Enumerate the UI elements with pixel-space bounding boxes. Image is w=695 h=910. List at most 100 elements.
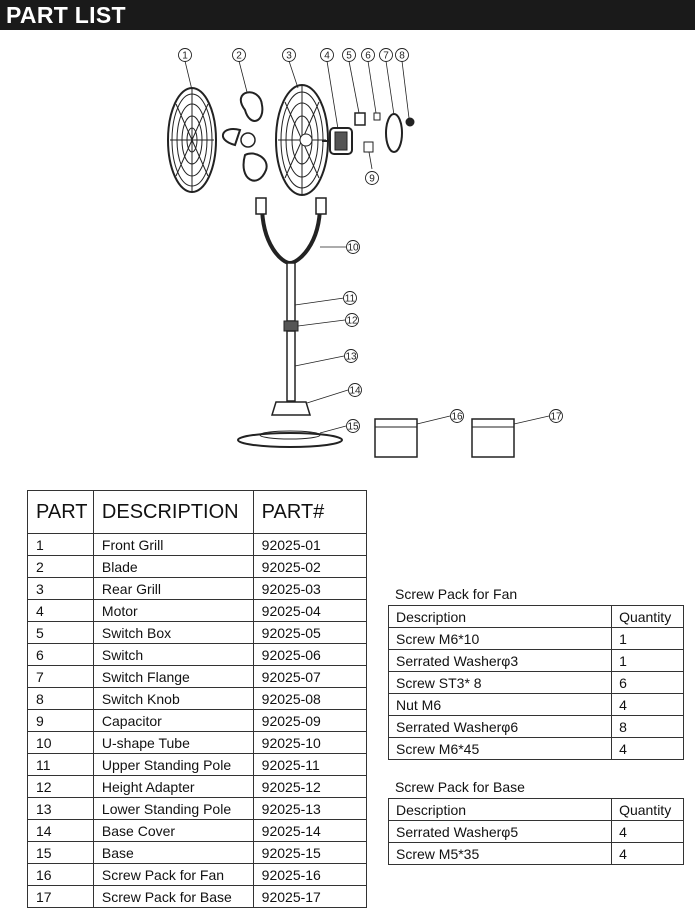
callout-1: 1 [178, 48, 192, 62]
fan-screw-pack-title: Screw Pack for Fan [395, 586, 518, 602]
table-cell: 1 [611, 627, 684, 650]
callout-number: 9 [369, 174, 375, 185]
callout-number: 11 [345, 294, 356, 305]
callout-number: 13 [345, 352, 357, 363]
leader-lines [184, 60, 550, 434]
table-cell: Switch [92, 643, 254, 666]
table-cell: Nut M6 [387, 693, 613, 716]
base-cover-drawing [270, 401, 312, 416]
table-cell: 11 [27, 753, 94, 776]
table-cell: 16 [27, 863, 94, 886]
callout-number: 12 [346, 316, 358, 327]
callout-number: 2 [236, 51, 242, 62]
table-cell: 92025-13 [252, 797, 368, 820]
callout-number: 7 [383, 51, 389, 62]
header-description: Description [387, 798, 613, 821]
table-cell: 92025-05 [252, 621, 368, 644]
table-cell: Screw Pack for Fan [92, 863, 254, 886]
table-cell: 3 [27, 577, 94, 600]
callout-7: 7 [379, 48, 393, 62]
callout-16: 16 [450, 409, 464, 423]
table-cell: Serrated Washerφ6 [387, 715, 613, 738]
callout-2: 2 [232, 48, 246, 62]
motor-drawing [322, 127, 353, 155]
header-quantity: Quantity [611, 798, 684, 821]
table-cell: Motor [92, 599, 254, 622]
table-cell: 92025-08 [252, 687, 368, 710]
page-header: PART LIST [0, 0, 695, 30]
table-cell: 92025-04 [252, 599, 368, 622]
table-cell: 1 [27, 533, 94, 556]
table-cell: 4 [27, 599, 94, 622]
table-cell: 92025-11 [252, 753, 368, 776]
table-header-row: Description Quantity [387, 605, 684, 628]
table-cell: 92025-10 [252, 731, 368, 754]
capacitor-drawing [363, 141, 374, 153]
page-title: PART LIST [6, 2, 126, 28]
callout-number: 16 [451, 412, 463, 423]
blade-drawing [222, 91, 268, 182]
switch-flange-drawing [385, 113, 403, 153]
callout-10: 10 [346, 240, 360, 254]
callout-number: 3 [286, 51, 292, 62]
table-cell: 4 [611, 842, 684, 865]
switch-knob-drawing [405, 117, 415, 127]
table-cell: Switch Knob [92, 687, 254, 710]
header-part-number: PART# [252, 490, 368, 534]
table-cell: 6 [611, 671, 684, 694]
header-part: PART [27, 490, 94, 534]
table-cell: Screw M6*10 [387, 627, 613, 650]
table-cell: Serrated Washerφ3 [387, 649, 613, 672]
callout-number: 4 [324, 51, 330, 62]
base-drawing [237, 432, 343, 448]
table-cell: 92025-06 [252, 643, 368, 666]
table-cell: 17 [27, 885, 94, 908]
table-cell: 4 [611, 820, 684, 843]
table-cell: 10 [27, 731, 94, 754]
screw-pack-fan-drawing [374, 418, 418, 458]
parts-table-header: PART DESCRIPTION PART# [27, 490, 368, 534]
table-cell: 92025-07 [252, 665, 368, 688]
callout-14: 14 [348, 383, 362, 397]
table-cell: 2 [27, 555, 94, 578]
table-cell: Switch Flange [92, 665, 254, 688]
header-description: Description [387, 605, 613, 628]
table-cell: 5 [27, 621, 94, 644]
table-cell: 4 [611, 693, 684, 716]
table-cell: Screw ST3* 8 [387, 671, 613, 694]
table-cell: Height Adapter [92, 775, 254, 798]
table-cell: Screw Pack for Base [92, 885, 254, 908]
callout-number: 5 [346, 51, 352, 62]
callout-6: 6 [361, 48, 375, 62]
callout-13: 13 [344, 349, 358, 363]
table-cell: Switch Box [92, 621, 254, 644]
table-cell: 92025-12 [252, 775, 368, 798]
table-cell: 8 [611, 715, 684, 738]
callout-number: 6 [365, 51, 371, 62]
callout-number: 17 [550, 412, 562, 423]
table-cell: 15 [27, 841, 94, 864]
table-cell: 7 [27, 665, 94, 688]
callout-17: 17 [549, 409, 563, 423]
callout-3: 3 [282, 48, 296, 62]
callout-5: 5 [342, 48, 356, 62]
table-cell: Screw M6*45 [387, 737, 613, 760]
table-cell: 92025-09 [252, 709, 368, 732]
screw-pack-base-drawing [471, 418, 515, 458]
table-cell: U-shape Tube [92, 731, 254, 754]
table-cell: Serrated Washerφ5 [387, 820, 613, 843]
